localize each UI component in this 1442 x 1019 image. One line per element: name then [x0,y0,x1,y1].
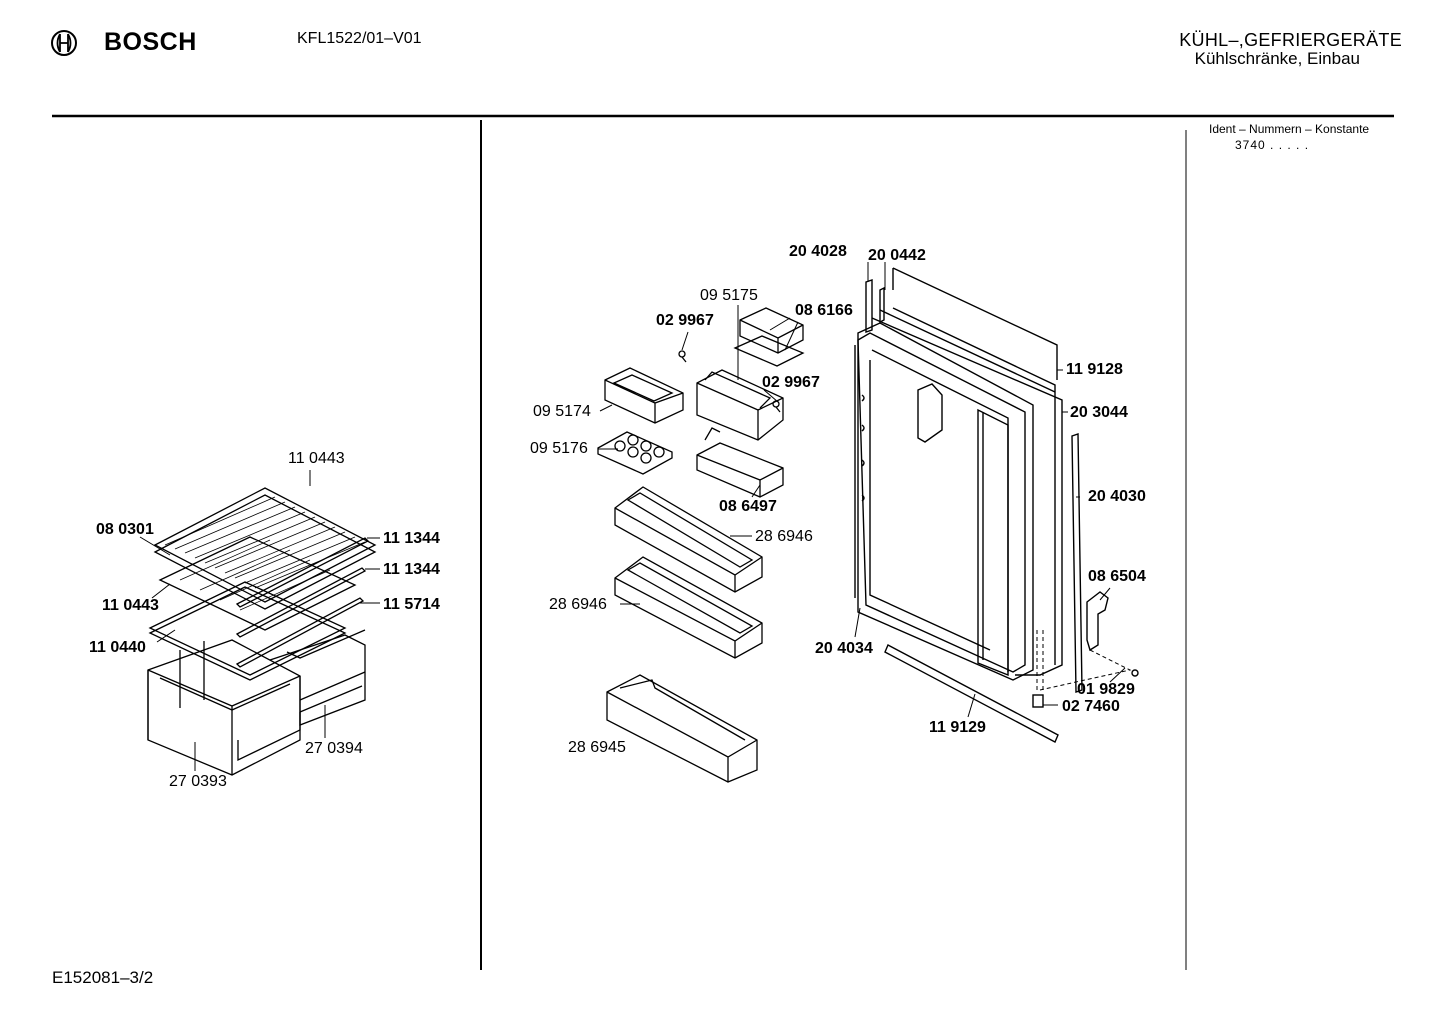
part-label: 02 9967 [762,374,820,391]
part-label: 08 6166 [795,302,853,319]
category-title: KÜHL–,GEFRIERGERÄTE [1179,30,1402,50]
part-label: 08 6504 [1088,568,1146,585]
part-label: 02 7460 [1062,698,1120,715]
ident-value: 3740 . . . . . [1235,138,1310,152]
part-label: 11 0440 [89,639,146,656]
ident-label: Ident – Nummern – Konstante [1209,122,1370,136]
part-label: 11 0443 [288,450,345,467]
part-label: 09 5175 [700,287,758,304]
category-subtitle: Kühlschränke, Einbau [1194,49,1360,68]
part-label: 11 5714 [383,596,440,613]
part-label: 20 4034 [815,640,873,657]
part-label: 11 9129 [929,719,986,736]
part-label: 20 4030 [1088,488,1146,505]
part-label: 08 0301 [96,521,154,538]
part-label: 28 6946 [549,596,607,613]
part-label: 11 1344 [383,530,440,547]
part-label: 27 0393 [169,773,227,790]
document-id: E152081–3/2 [52,968,154,987]
part-label: 20 4028 [789,243,847,260]
brand-name: BOSCH [104,28,197,56]
bosch-logo-icon [50,29,78,57]
part-label: 28 6945 [568,739,626,756]
part-label: 11 9128 [1066,361,1123,378]
part-label: 01 9829 [1077,681,1135,698]
part-label: 20 3044 [1070,404,1128,421]
part-label: 08 6497 [719,498,777,515]
part-label: 02 9967 [656,312,714,329]
part-label: 27 0394 [305,740,363,757]
part-label: 28 6946 [755,528,813,545]
model-number: KFL1522/01–V01 [297,30,422,47]
part-label: 09 5176 [530,440,588,457]
part-label: 09 5174 [533,403,591,420]
part-label: 20 0442 [868,247,926,264]
part-label: 11 1344 [383,561,440,578]
part-label: 11 0443 [102,597,159,614]
